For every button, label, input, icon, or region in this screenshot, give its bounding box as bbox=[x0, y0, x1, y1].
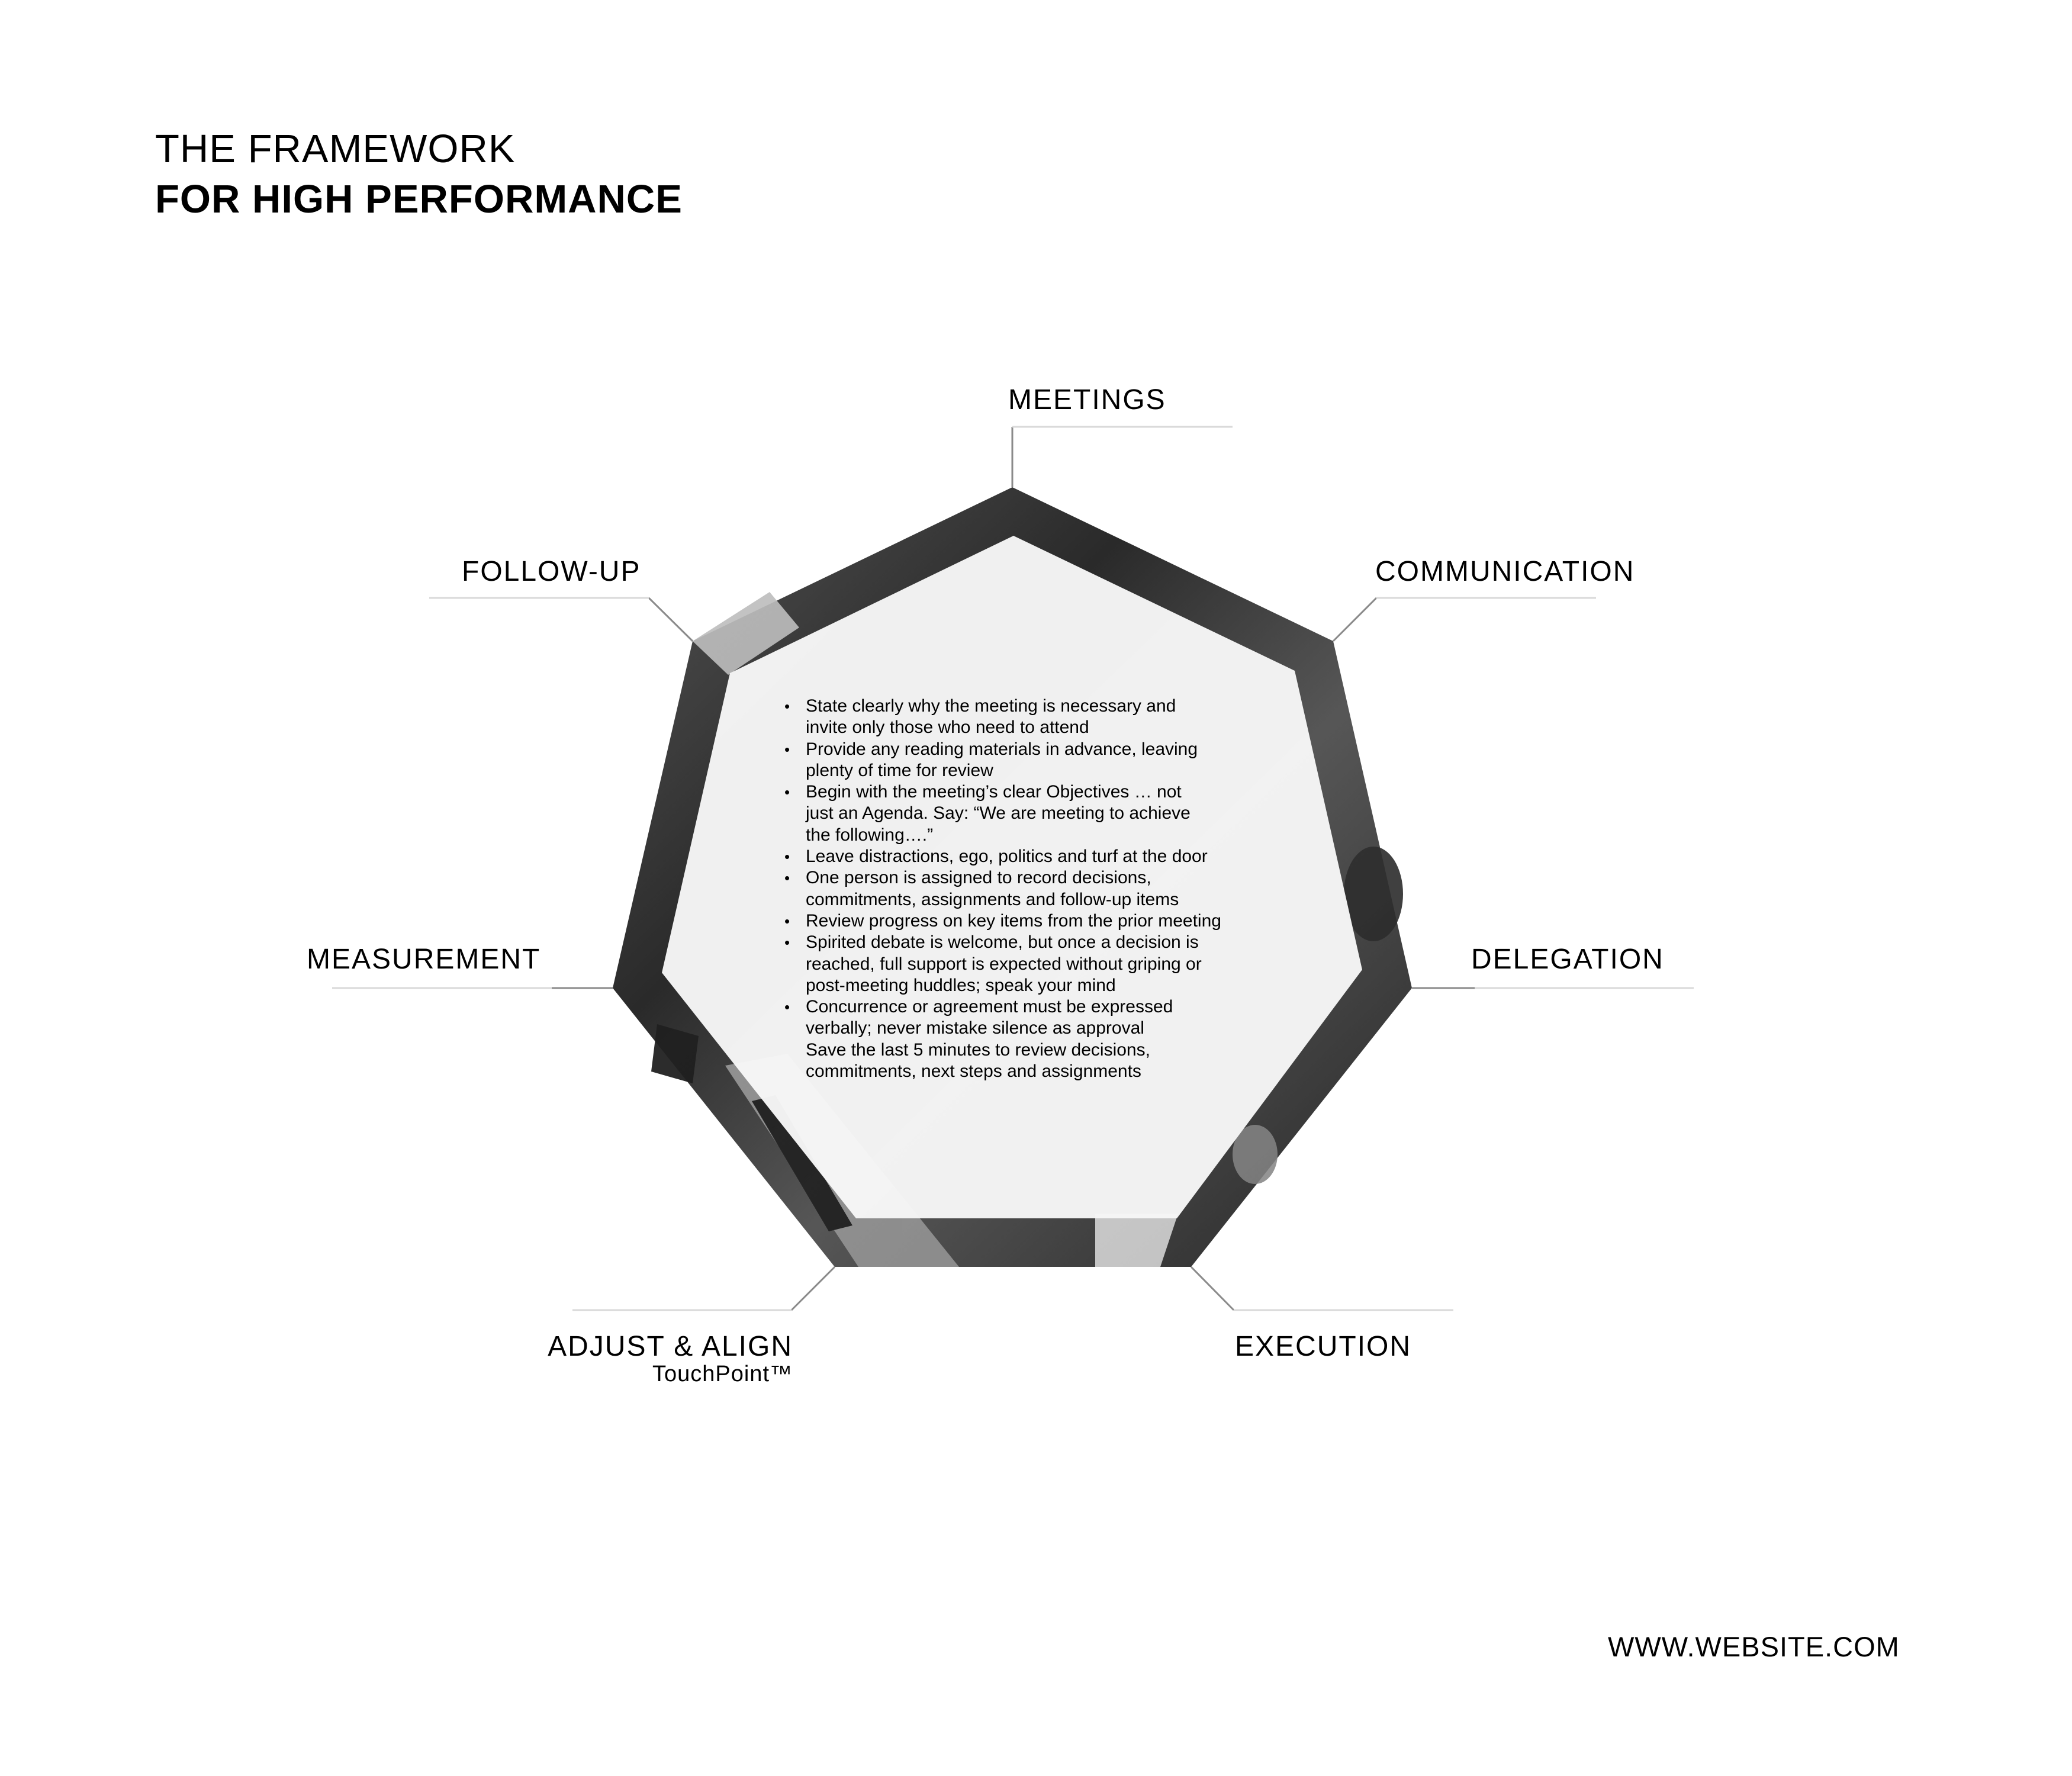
list-item: Provide any reading materials in advance… bbox=[784, 739, 1329, 761]
list-item: State clearly why the meeting is necessa… bbox=[784, 696, 1329, 718]
title-line-1: THE FRAMEWORK bbox=[155, 127, 516, 171]
list-item-continuation: the following….” bbox=[806, 825, 934, 845]
list-item-continuation: commitments, assignments and follow-up i… bbox=[806, 889, 1179, 909]
list-item-continuation: post-meeting huddles; speak your mind bbox=[806, 975, 1116, 995]
list-item-continuation: just an Agenda. Say: “We are meeting to … bbox=[806, 803, 1191, 823]
node-label-execution: EXECUTION bbox=[1235, 1331, 1412, 1362]
node-label-follow-up: FOLLOW-UP bbox=[462, 556, 641, 587]
leader-lines bbox=[332, 426, 1694, 1311]
list-item: Leave distractions, ego, politics and tu… bbox=[784, 846, 1329, 868]
list-item-continuation: Save the last 5 minutes to review decisi… bbox=[806, 1040, 1150, 1060]
list-item-continuation: plenty of time for review bbox=[806, 760, 993, 780]
list-item: Begin with the meeting’s clear Objective… bbox=[784, 781, 1329, 803]
list-item: Spirited debate is welcome, but once a d… bbox=[784, 932, 1329, 954]
list-item-continuation: invite only those who need to attend bbox=[806, 718, 1089, 738]
meeting-guidelines-list: State clearly why the meeting is necessa… bbox=[784, 696, 1329, 1082]
footer-website-link[interactable]: WWW.WEBSITE.COM bbox=[1608, 1631, 1900, 1662]
list-item: One person is assigned to record decisio… bbox=[784, 867, 1329, 889]
node-label-measurement: MEASUREMENT bbox=[307, 944, 541, 975]
title-line-2: FOR HIGH PERFORMANCE bbox=[155, 177, 683, 221]
node-label-communication: COMMUNICATION bbox=[1375, 556, 1635, 587]
list-item: Review progress on key items from the pr… bbox=[784, 910, 1329, 932]
list-item-continuation: verbally; never mistake silence as appro… bbox=[806, 1018, 1144, 1038]
list-item: Concurrence or agreement must be express… bbox=[784, 996, 1329, 1018]
list-item-continuation: reached, full support is expected withou… bbox=[806, 954, 1202, 974]
list-item-continuation: commitments, next steps and assignments bbox=[806, 1061, 1141, 1082]
node-sublabel-touchpoint: TouchPoint™ bbox=[652, 1362, 793, 1386]
node-label-adjust-align: ADJUST & ALIGN bbox=[548, 1331, 793, 1362]
node-label-delegation: DELEGATION bbox=[1471, 944, 1664, 975]
node-label-meetings: MEETINGS bbox=[1008, 384, 1166, 416]
